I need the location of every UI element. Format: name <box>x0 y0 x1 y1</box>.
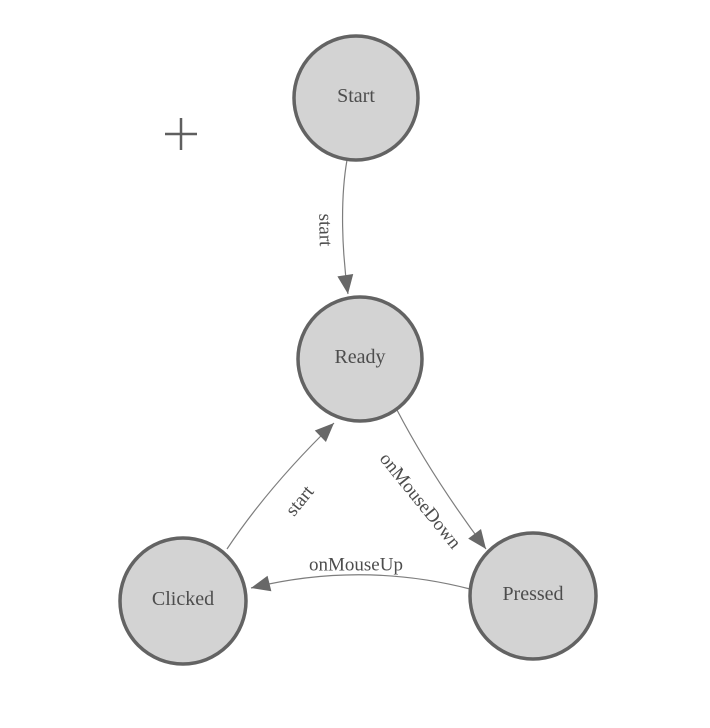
edge-label-start-to-ready: start <box>314 213 336 247</box>
node-start[interactable]: Start <box>292 34 420 162</box>
node-circle-start[interactable] <box>292 34 420 162</box>
cursor-layer <box>165 118 197 150</box>
node-pressed[interactable]: Pressed <box>468 531 598 661</box>
node-label-start: Start <box>337 85 375 107</box>
edge-clicked-to-ready[interactable] <box>226 422 335 550</box>
edge-ready-to-pressed[interactable] <box>396 409 487 550</box>
node-label-pressed: Pressed <box>502 583 563 605</box>
node-ready[interactable]: Ready <box>296 295 424 423</box>
edge-pressed-to-clicked[interactable] <box>250 574 471 592</box>
edges-layer <box>226 159 487 592</box>
node-circle-ready[interactable] <box>296 295 424 423</box>
node-clicked[interactable]: Clicked <box>118 536 248 666</box>
edge-start-to-ready[interactable] <box>337 159 354 295</box>
edge-label-pressed-to-clicked: onMouseUp <box>309 555 403 576</box>
edge-label-clicked-to-ready: start <box>282 481 319 520</box>
node-circle-pressed[interactable] <box>468 531 598 661</box>
node-circle-clicked[interactable] <box>118 536 248 666</box>
node-label-clicked: Clicked <box>152 588 214 610</box>
node-label-ready: Ready <box>334 346 385 368</box>
